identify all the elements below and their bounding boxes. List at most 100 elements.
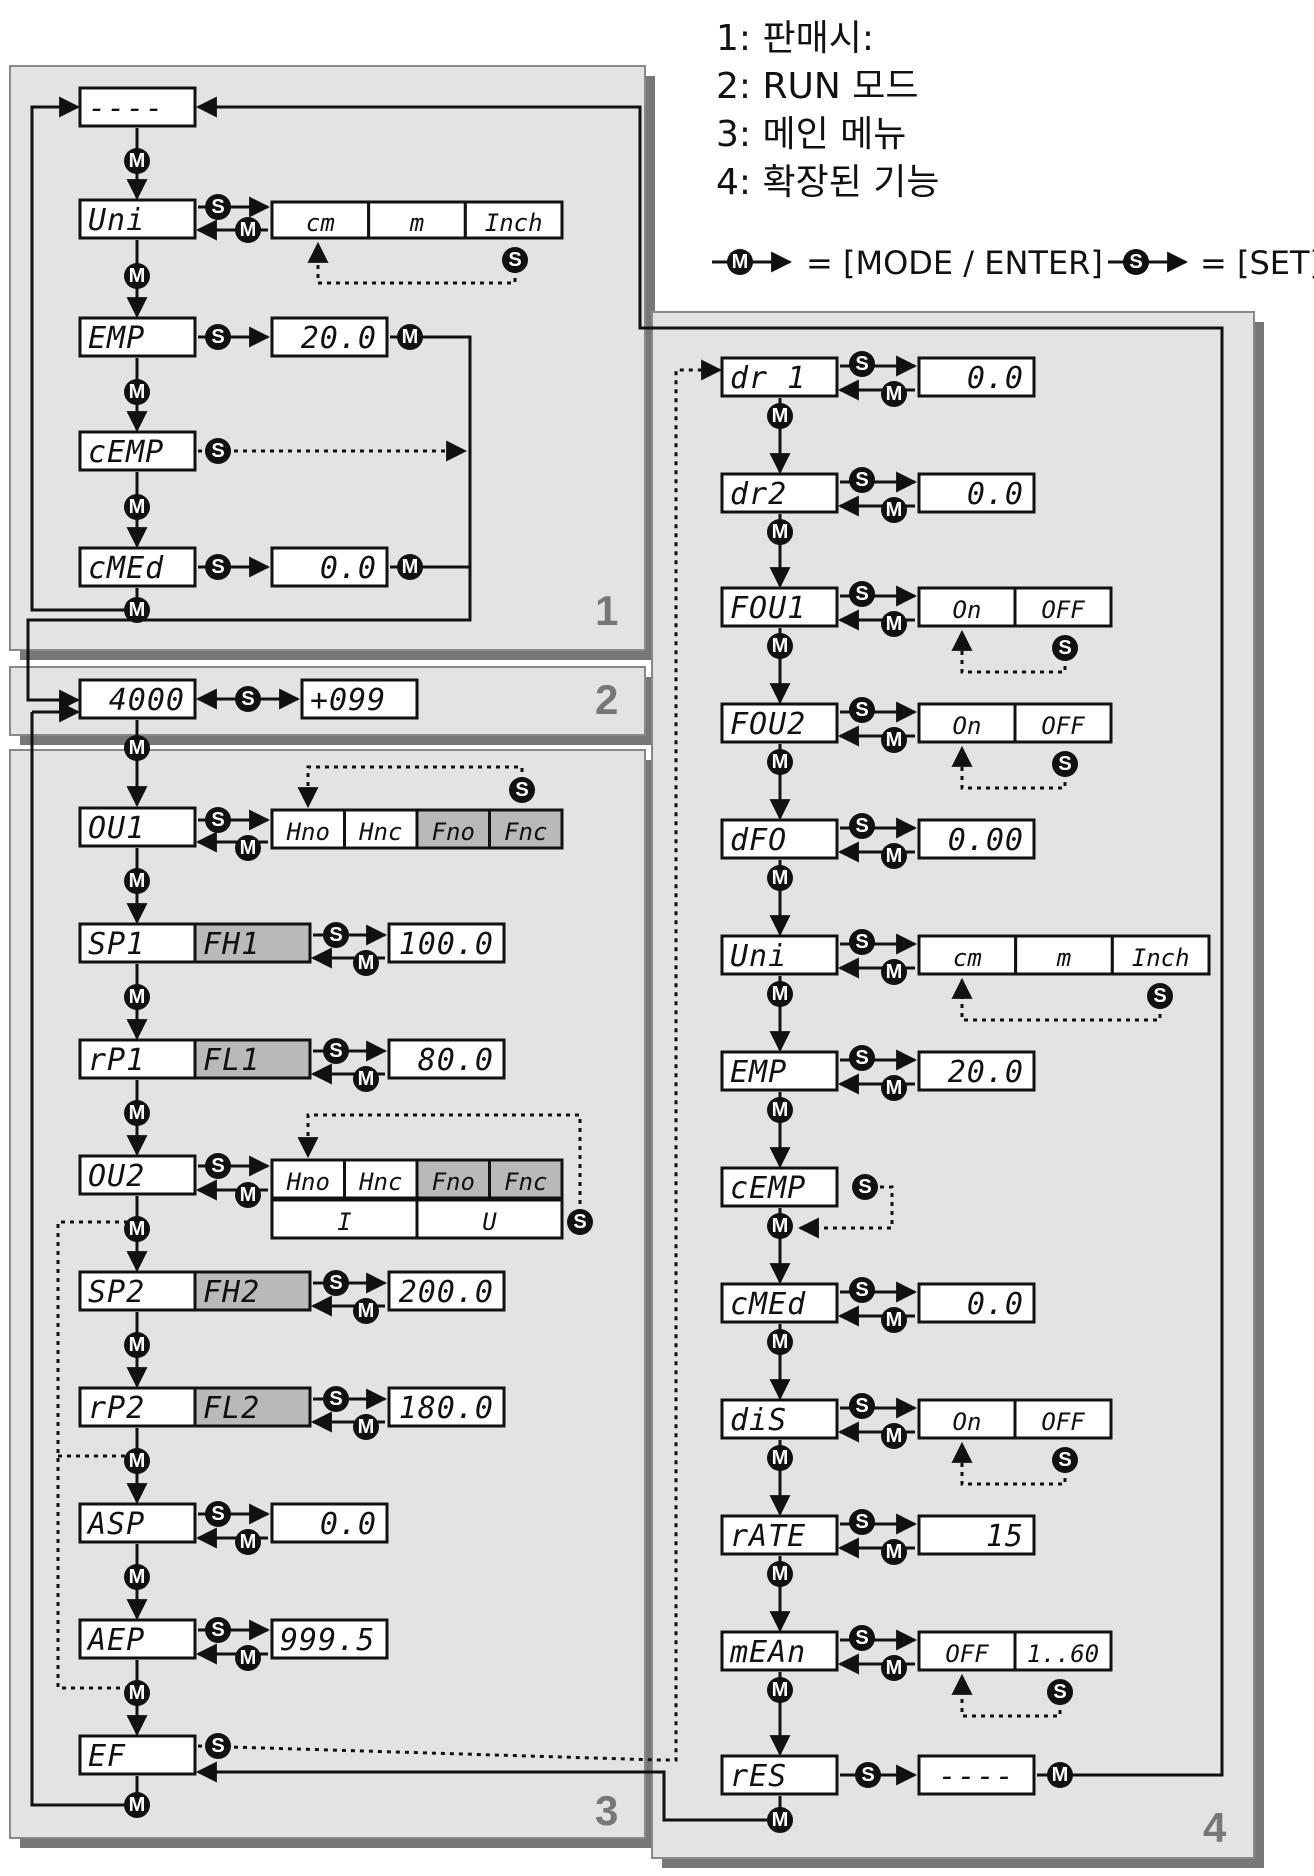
p3-asp-set-icon — [205, 1501, 231, 1527]
p4-fou1-set-icon — [849, 581, 875, 607]
p3-ou1-opt-1: Hnc — [358, 818, 402, 846]
p1-cemp: cEMP — [88, 435, 164, 470]
p4-rate-back-icon — [881, 1539, 907, 1565]
p3-mode-6-icon — [124, 1564, 150, 1590]
p3-fl1: FL1 — [203, 1043, 260, 1078]
p4-dr1: dr 1 — [730, 361, 806, 396]
p4-fou1-cycle-set-icon — [1052, 635, 1078, 661]
p3-rp1-val-frame — [387, 1038, 506, 1080]
panel-number-4: 4 — [1203, 1804, 1227, 1851]
p4-dfo-set-icon — [849, 813, 875, 839]
p3-rp1-back-letter: M — [358, 1068, 375, 1090]
p4-dfo-set-letter: S — [855, 815, 868, 837]
p4-dis-set-icon — [849, 1393, 875, 1419]
mode-button-icon — [727, 249, 753, 275]
p3-ou1-opt-1-frame — [343, 808, 419, 850]
p3-aep: AEP — [86, 1623, 145, 1658]
p4-mode-1-letter: M — [772, 521, 789, 543]
p1-mode-2-letter: M — [129, 381, 146, 403]
p1-emp-frame — [78, 316, 197, 358]
p3-sp2-back-icon — [353, 1298, 379, 1324]
p4-uni-opt-1: m — [1056, 944, 1071, 972]
p1-mode-1-letter: M — [129, 265, 146, 287]
p3-mode-0-letter: M — [129, 870, 146, 892]
p4-fou1-frame — [720, 586, 839, 628]
p3-sp1-back-icon — [353, 950, 379, 976]
p4-mean-opt-1: 1..60 — [1027, 1640, 1099, 1668]
p3-sp2-set-letter: S — [329, 1272, 342, 1294]
p3-rp1-back-icon — [353, 1066, 379, 1092]
p4-dr1-back-icon — [881, 381, 907, 407]
p4-mode-10-letter: M — [772, 1563, 789, 1585]
p4-uni-set-letter: S — [855, 931, 868, 953]
p4-rate-back-letter: M — [886, 1541, 903, 1563]
p3-asp-back-letter: M — [240, 1531, 257, 1553]
p4-fou2-set-letter: S — [855, 699, 868, 721]
p4-cmed-back-letter: M — [886, 1309, 903, 1331]
p4-dr1-set-letter: S — [855, 353, 868, 375]
p4-exit-mode-letter: M — [772, 1809, 789, 1831]
p1-start-frame — [78, 86, 197, 128]
p1-uni-cycle-set-icon — [502, 247, 528, 273]
p4-cemp-set-letter: S — [858, 1176, 871, 1198]
p4-fou2-cycle-set-icon — [1052, 751, 1078, 777]
p1-cmed-mode-icon — [397, 554, 423, 580]
p4-uni-opt-0: cm — [953, 944, 982, 972]
p4-dis: diS — [730, 1403, 787, 1438]
p4-dr2-back-letter: M — [886, 499, 903, 521]
p3-rp2-back-icon — [353, 1414, 379, 1440]
p4-res-set-icon — [855, 1762, 881, 1788]
p3-mode-5-icon — [124, 1448, 150, 1474]
p4-uni-opt-2: Inch — [1132, 944, 1190, 972]
set-key: S = [SET] — [1108, 244, 1314, 282]
p3-ou2-opt-0: Hno — [286, 1168, 330, 1196]
p4-mode-8-letter: M — [772, 1331, 789, 1353]
p3-ou2-opt-1: Hnc — [358, 1168, 402, 1196]
p3-ou2b-opt-0: I — [337, 1208, 351, 1236]
p4-dis-back-icon — [881, 1423, 907, 1449]
p4-dr2-set-letter: S — [855, 469, 868, 491]
p4-fou1-back-icon — [881, 611, 907, 637]
p4-mode-7-icon — [767, 1213, 793, 1239]
p4-emp-frame — [720, 1050, 839, 1092]
p4-fou2-opt-1: OFF — [1041, 712, 1085, 740]
p4-dfo-back-icon — [881, 843, 907, 869]
p4-mode-0-letter: M — [772, 405, 789, 427]
p4-dr2-back-icon — [881, 497, 907, 523]
p4-dis-set-letter: S — [855, 1395, 868, 1417]
p3-fh1-frame — [193, 922, 312, 964]
p4-emp-back-icon — [881, 1075, 907, 1101]
p3-aep-back-icon — [235, 1645, 261, 1671]
p3-ou1-set-icon — [205, 807, 231, 833]
p4-exit-mode-icon — [767, 1807, 793, 1833]
p1-uni: Uni — [88, 203, 145, 238]
p3-ou1-cycle-set-icon — [509, 777, 535, 803]
p4-mode-1-icon — [767, 519, 793, 545]
p3-sp1: SP1 — [88, 927, 145, 962]
p3-mode-3-icon — [124, 1216, 150, 1242]
p1-uni-opt-0-frame — [270, 200, 371, 240]
p4-fou2-set-icon — [849, 697, 875, 723]
p4-mode-11-icon — [767, 1677, 793, 1703]
p4-cmed-val: 0.0 — [967, 1287, 1024, 1322]
p1-uni-frame — [78, 198, 197, 240]
p4-fou1-opt-0: On — [953, 596, 982, 624]
p1-mode-3-letter: M — [129, 496, 146, 518]
p1-cmed-set-letter: S — [211, 556, 224, 578]
p3-exit-mode-letter: M — [129, 1794, 146, 1816]
legend-item-4: 4: 확장된 기능 — [716, 162, 940, 203]
p3-sp2-set-icon — [323, 1270, 349, 1296]
p4-cmed-back-icon — [881, 1307, 907, 1333]
p3-ef-set-icon — [205, 1733, 231, 1759]
p4-fou2-cycle-set-letter: S — [1058, 753, 1071, 775]
p4-uni-opt-2-frame — [1110, 934, 1211, 976]
p3-mode-7-letter: M — [129, 1682, 146, 1704]
p4-mean-cycle-set-icon — [1047, 1679, 1073, 1705]
mode-key-label: = [MODE / ENTER] — [806, 244, 1103, 282]
p4-mode-4-icon — [767, 865, 793, 891]
p4-mean-frame — [720, 1630, 839, 1672]
p4-res: rES — [730, 1759, 787, 1794]
p4-emp-val-frame — [917, 1050, 1036, 1092]
p1-cmed: cMEd — [88, 551, 164, 586]
p3-ou1-opt-0-frame — [270, 808, 346, 850]
